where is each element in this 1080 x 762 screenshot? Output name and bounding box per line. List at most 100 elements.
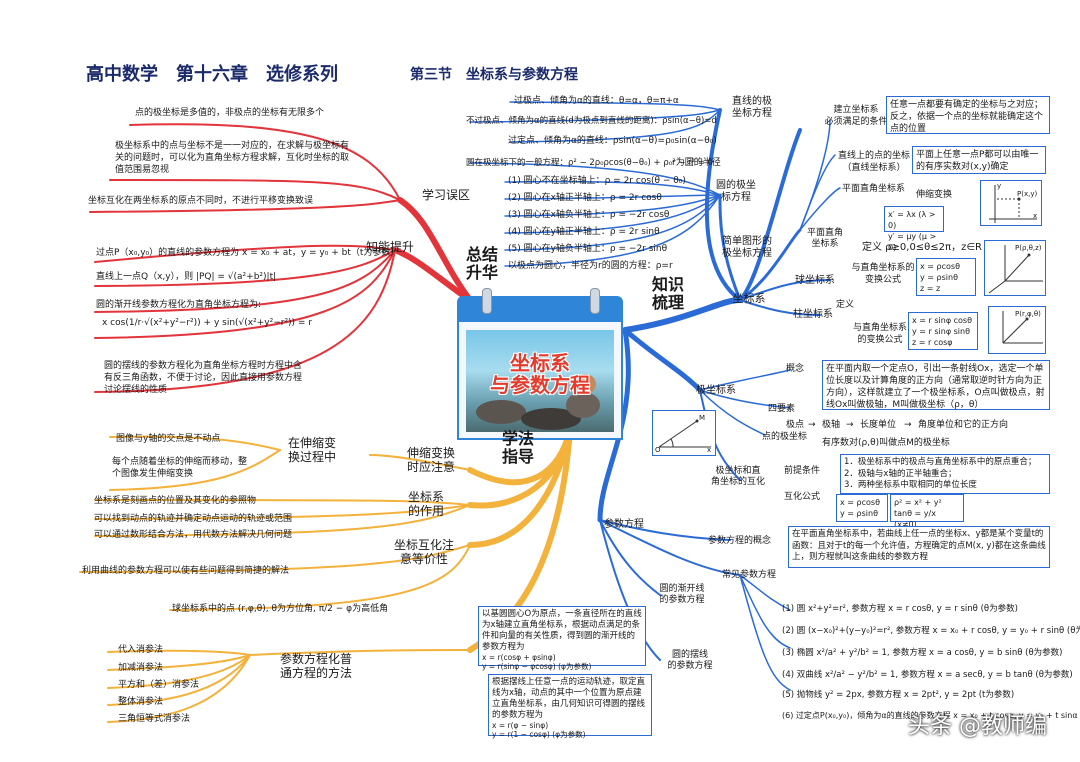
- polar-pre-box: 1．极坐标系中的极点与直角坐标系中的原点重合； 2．极轴与x轴的正半轴重合； 3…: [840, 454, 1050, 494]
- plane-scale-sub: 伸缩变换: [916, 190, 953, 200]
- param-common-item: (3) 椭圆 x²/a² + y²/b² = 1, 参数方程 x = a cos…: [782, 648, 1063, 658]
- circle-general-note: r为圆的半径: [672, 158, 721, 168]
- polar-formula-b: ρ² = x² + y² tanθ = y/x (x≠0): [890, 494, 964, 529]
- scale-item: 图像与y轴的交点是不动点: [116, 434, 221, 444]
- sphere-point: P(ρ,θ,z): [1015, 244, 1042, 252]
- center-label: 坐标系 与参数方程: [490, 351, 590, 397]
- calendar-ring-right: [590, 288, 600, 314]
- branch-summary: 总结 升华: [465, 245, 498, 282]
- convert-item: 平方和（差）消参法: [118, 680, 200, 690]
- column-def-label: 定义: [836, 300, 855, 310]
- polar-formula-a: x = ρcosθ y = ρsinθ: [836, 494, 888, 522]
- plane-cond-box: 任意一点都要有确定的坐标与之对应；反之，依据一个点的坐标就能确定这个点的位置: [886, 96, 1050, 134]
- plane-coord-label: 平面直角 坐标系: [806, 228, 843, 249]
- improve-item: 圆的摆线的参数方程化为直角坐标方程时方程中含有反三角函数，不便于讨论，因此直接用…: [104, 361, 303, 395]
- plane-axes-icon: [989, 185, 1037, 223]
- polar-fig-x: x: [707, 446, 712, 454]
- column-rel-label: 与直角坐标系的变换公式: [852, 323, 907, 345]
- scale-label: 伸缩变换 时应注意: [406, 446, 455, 474]
- line-item: 过定点、倾角为α的直线：ρsin(α−θ)=ρ₀sin(α−θ₀): [508, 136, 717, 146]
- param-common-item: (2) 圆 (x−x₀)²+(y−y₀)²=r², 参数方程 x = x₀ + …: [782, 626, 1080, 636]
- column-figure: P(r,φ,θ): [988, 306, 1046, 354]
- circle-general: 圆在极坐标下的一般方程：ρ² − 2ρ₀ρcos(θ−θ₀) + ρ₀² − r…: [466, 158, 713, 168]
- cycloid-box: 根据摆线上任意一点的运动轨迹，取定直线为x轴，动点的其中一个位置为原点建立直角坐…: [488, 674, 652, 739]
- mistake-item: 坐标互化在两坐标系的原点不同时，不进行平移变换致误: [88, 196, 314, 206]
- polar-four-item: 极点: [786, 420, 805, 430]
- branch-method: 学法 指导: [501, 429, 534, 466]
- column-axes-icon: [1002, 311, 1043, 344]
- equiv-item: 球坐标系中的点 (r,φ,θ), θ为方位角, π/2 − φ为高低角: [172, 604, 389, 614]
- column-coord-label: 柱坐标系: [793, 309, 833, 320]
- param-concept-box: 在平面直角坐标系中，若曲线上任一点的坐标x、y都是某个变量t的函数：且对于t的每…: [788, 526, 1050, 568]
- cycloid-label: 圆的摆线 的参数方程: [667, 650, 713, 671]
- plane-point: P(x,y): [1017, 190, 1038, 198]
- plane-cond-label: 建立坐标系 必须满足的条件: [824, 105, 888, 127]
- polar-figure: M O x: [652, 410, 716, 456]
- involute-label: 圆的渐开线 的参数方程: [659, 584, 705, 605]
- plane-axis-y: y: [997, 182, 1002, 190]
- polar-mutual-label: 极坐标和直 角坐标的互化: [710, 466, 765, 487]
- polar-fig-o: O: [655, 446, 661, 454]
- sphere-axes-icon: [988, 245, 1043, 294]
- circle-item: (3) 圆心在x轴负半轴上：ρ = −2r cosθ: [508, 210, 670, 220]
- involute-box: 以基圆圆心O为原点，一条直径所在的直线为x轴建立直角坐标系，根据动点满足的条件和…: [478, 606, 646, 671]
- plane-line-box: 平面上任意一点P都可以由唯一的有序实数对(x,y)确定: [912, 146, 1046, 174]
- polar-four-item: 极轴: [822, 420, 841, 430]
- circle-item: 以极点为圆心，半径为r的圆的方程：ρ=r: [508, 261, 673, 271]
- polar-concept-label: 概念: [786, 364, 805, 374]
- polar-four-item: 长度单位: [860, 420, 897, 430]
- polar-four-label: 四要素: [768, 404, 796, 414]
- arrow-right-icon: →: [846, 420, 854, 430]
- mistakes-label: 学习误区: [421, 188, 470, 202]
- page-subtitle: 第三节 坐标系与参数方程: [410, 67, 578, 83]
- polar-point-label: 点的极坐标: [762, 432, 808, 442]
- param-concept-label: 参数方程的概念: [708, 536, 772, 546]
- sphere-formula: x = ρcosθ y = ρsinθ z = z: [916, 258, 976, 296]
- plane-axis-x: x: [1033, 212, 1038, 220]
- plane-scale-formula: x′ = λx (λ > 0) y′ = μy (μ > 0): [884, 206, 944, 252]
- scale-sub-label: 在伸缩变 换过程中: [287, 436, 336, 464]
- coord-label: 坐标系: [732, 292, 766, 305]
- role-item: 坐标系是刻画点的位置及其变化的参照物: [94, 496, 257, 506]
- improve-label: 知能提升: [365, 240, 414, 254]
- role-item: 可以找到动点的轨迹并确定动点运动的轨迹或范围: [94, 514, 293, 524]
- scale-item: 每个点随着坐标的伸缩而移动，整个图像发生伸缩变换: [112, 457, 248, 479]
- sphere-rel-label: 与直角坐标系的变换公式: [851, 263, 915, 285]
- param-common-item: (1) 圆 x²+y²=r², 参数方程 x = r cosθ, y = r s…: [782, 604, 1018, 614]
- role-item: 可以通过数形结合方法，用代数方法解决几何问题: [94, 530, 293, 540]
- page-title: 高中数学 第十六章 选修系列: [86, 64, 338, 85]
- circle-polar-label: 圆的极坐 标方程: [716, 180, 756, 203]
- polar-point: 有序数对(ρ,θ)叫做点M的极坐标: [822, 438, 950, 448]
- convert-item: 整体消参法: [118, 697, 164, 707]
- polar-concept-box: 在平面内取一个定点O，引出一条射线Ox，选定一个单位长度以及计算角度的正方向（通…: [822, 360, 1050, 410]
- sphere-figure: P(ρ,θ,z): [984, 240, 1046, 296]
- convert-label: 参数方程化普 通方程的方法: [279, 652, 352, 680]
- plane-figure: x y P(x,y): [980, 180, 1042, 226]
- center-photo: [466, 330, 614, 432]
- branch-knowledge: 知识 梳理: [651, 275, 684, 312]
- param-common-item: (5) 抛物线 y² = 2px, 参数方程 x = 2pt², y = 2pt…: [782, 690, 1015, 700]
- polar-formula-label: 互化公式: [784, 492, 821, 502]
- polar-pre-label: 前提条件: [784, 466, 821, 476]
- watermark: 头条 @教师编: [908, 714, 1047, 739]
- convert-item: 代入消参法: [118, 645, 164, 655]
- param-common-item: (6) 过定点P(x₀,y₀)，倾角为α的直线的参数方程 x = x₀ + t …: [782, 711, 1080, 720]
- simple-shapes-label: 简单图形的 极坐标方程: [722, 236, 772, 259]
- sphere-coord-label: 球坐标系: [795, 275, 835, 286]
- mistake-item: 点的极坐标是多值的，非极点的坐标有无限多个: [135, 108, 325, 118]
- circle-item: (1) 圆心不在坐标轴上：ρ = 2r cos(θ − θ₀): [508, 176, 686, 186]
- convert-item: 三角恒等式消参法: [118, 714, 191, 724]
- column-point: P(r,φ,θ): [1015, 310, 1041, 318]
- param-common-item: (4) 双曲线 x²/a² − y²/b² = 1, 参数方程 x = a se…: [782, 670, 1073, 680]
- improve-item: 直线上一点Q（x,y），则 |PQ| = √(a²+b²)|t|: [96, 272, 277, 282]
- column-formula: x = r sinφ cosθ y = r sinφ sinθ z = r co…: [908, 312, 978, 350]
- calendar-ring-left: [482, 288, 492, 314]
- polar-axes-icon: [658, 419, 711, 448]
- arrow-right-icon: →: [904, 420, 912, 430]
- equiv-label: 坐标互化注 意等价性: [393, 538, 454, 566]
- convert-item: 加减消参法: [118, 663, 164, 673]
- polar-coord-label: 极坐标系: [696, 385, 736, 396]
- circle-item: (5) 圆心在y轴负半轴上：ρ = −2r sinθ: [508, 244, 668, 254]
- param-common-label: 常见参数方程: [722, 570, 777, 580]
- role-label: 坐标系 的作用: [407, 490, 444, 518]
